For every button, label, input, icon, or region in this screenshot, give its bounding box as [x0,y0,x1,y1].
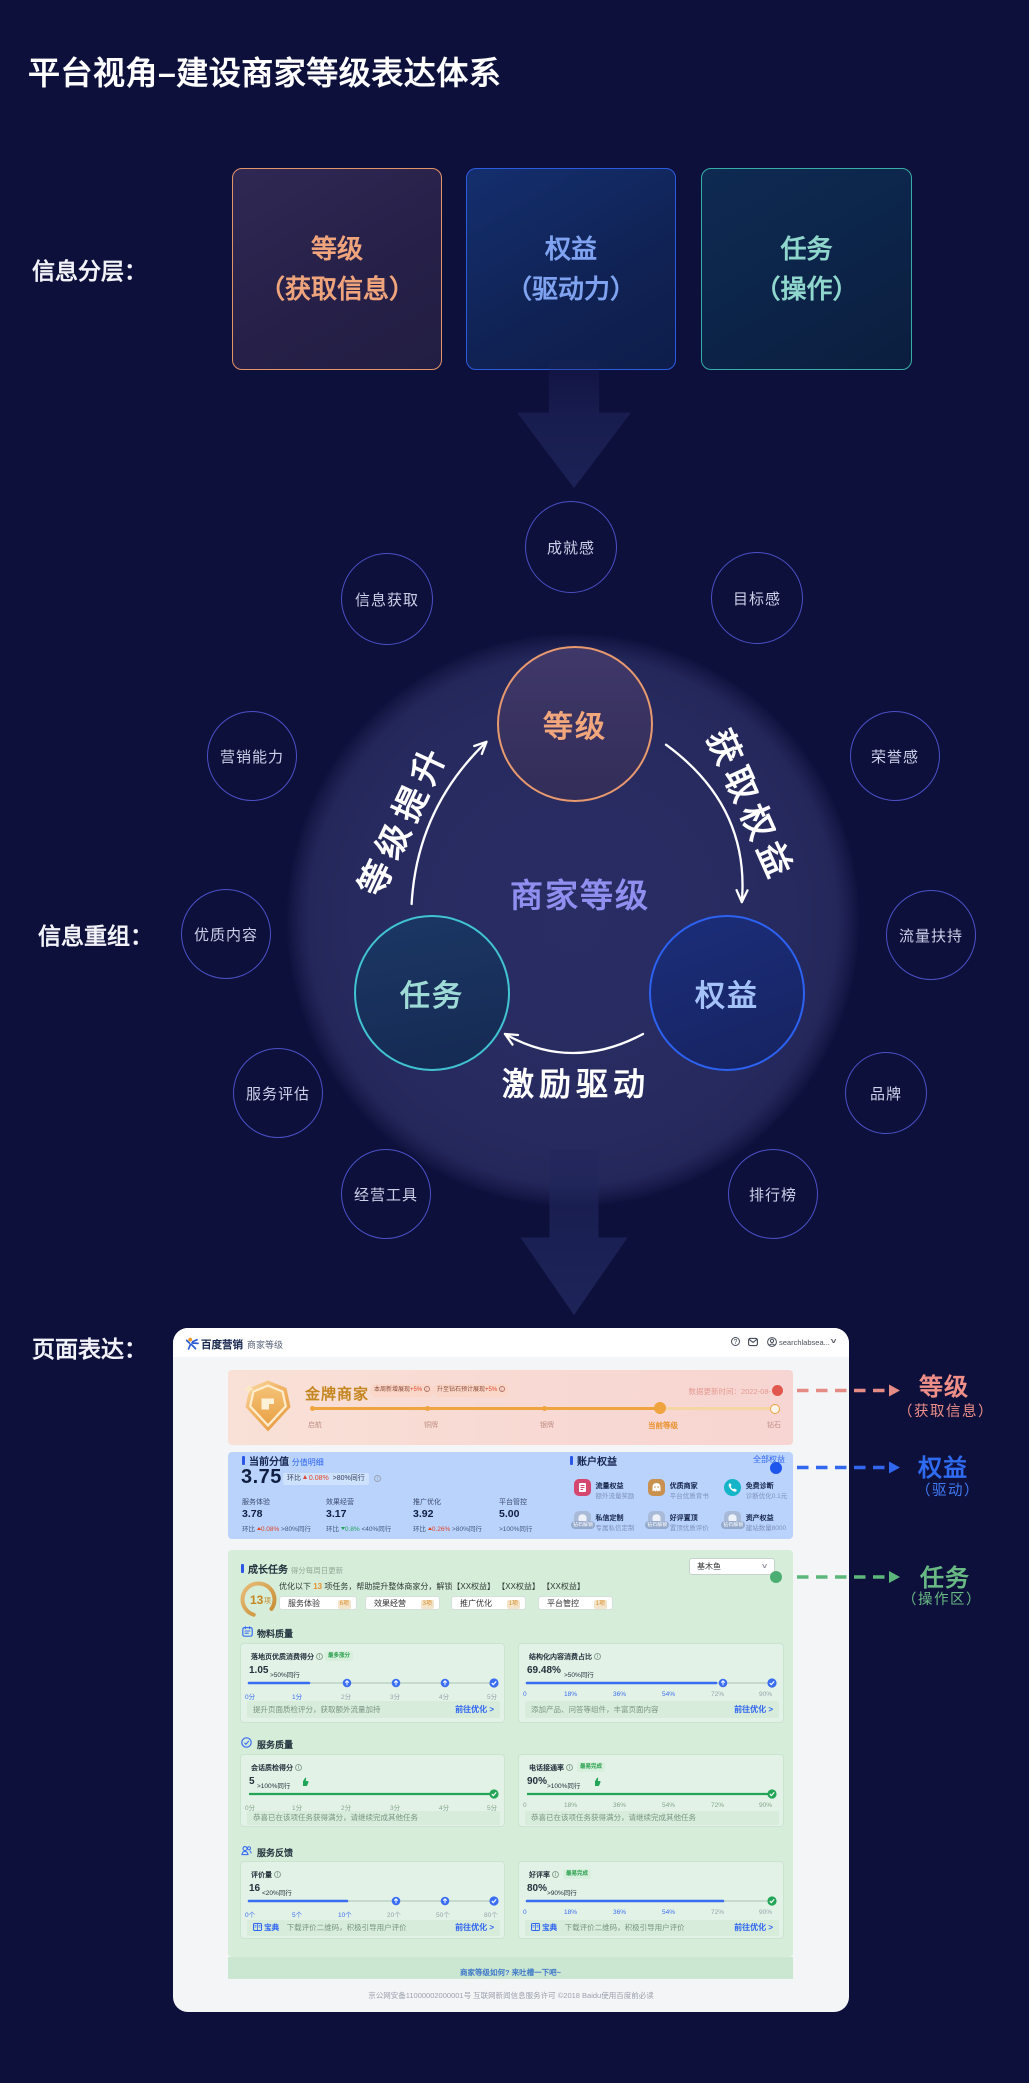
svg-text:项: 项 [264,1597,271,1605]
svg-text:13: 13 [250,1593,264,1607]
